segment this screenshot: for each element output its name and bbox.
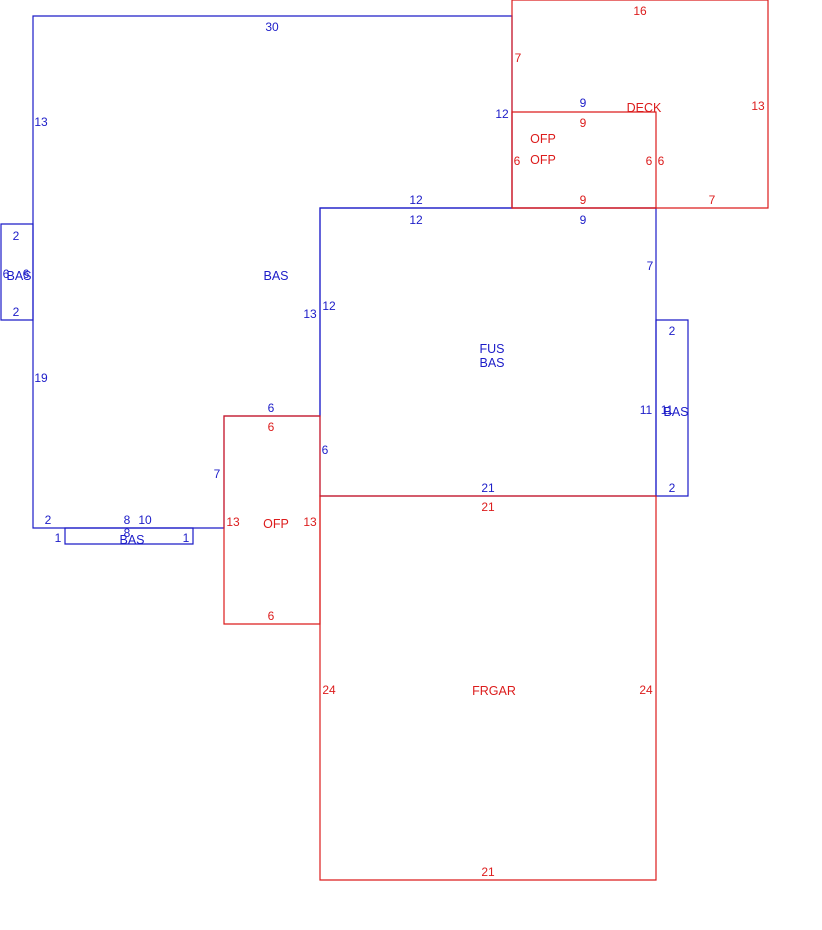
dim-bas-bottom-2: 2 <box>45 513 52 527</box>
dim-deck-bottom-7: 7 <box>709 193 716 207</box>
area-label-bas-left: BAS <box>6 269 31 283</box>
dim-deck-top-16: 16 <box>633 4 647 18</box>
dim-ofp-top-9b: 9 <box>580 116 587 130</box>
dim-bas-left-upper: 13 <box>34 115 48 129</box>
dim-ofp-bottom-12: 12 <box>409 193 423 207</box>
dim-deck-right-13: 13 <box>751 99 765 113</box>
dim-bas-bottom-1a: 1 <box>55 531 62 545</box>
dim-ofp-top-9a: 9 <box>580 96 587 110</box>
dim-bas-left-lower: 19 <box>34 371 48 385</box>
dim-bas-notch-6: 6 <box>268 401 275 415</box>
dim-bas-top: 30 <box>265 20 279 34</box>
dim-fus-right-bump-2b: 2 <box>669 481 676 495</box>
dim-ofp-mid-right-13: 13 <box>303 515 317 529</box>
dim-gar-top-21: 21 <box>481 500 495 514</box>
dim-bas-left-bump-2b: 2 <box>13 305 20 319</box>
dim-bas-left-bump-6b: 6 <box>23 267 30 281</box>
dim-fus-right-11: 11 <box>640 403 653 417</box>
area-label-ofp-mid: OFP <box>263 517 289 531</box>
dim-gar-right-24: 24 <box>639 683 653 697</box>
dim-deck-inner-6: 6 <box>658 154 665 168</box>
dim-bas-bottom-1b: 1 <box>183 531 190 545</box>
dim-fus-top-12: 12 <box>409 213 423 227</box>
dim-bas-bottom-8b: 8 <box>124 526 131 540</box>
dim-fus-bottom-21: 21 <box>481 481 495 495</box>
dim-gar-bottom-21: 21 <box>481 865 495 879</box>
dim-ofp-mid-bottom-6: 6 <box>268 609 275 623</box>
bas-left-bump <box>0 223 34 321</box>
dim-ofp-left-6: 6 <box>514 154 521 168</box>
bas-right-bump <box>655 319 689 497</box>
dim-bas-notch-6b: 6 <box>322 443 329 457</box>
bas-bottom-strip <box>64 527 194 545</box>
dim-bas-notch-7: 7 <box>214 467 221 481</box>
dim-ofp-bottom-9: 9 <box>580 193 587 207</box>
area-label-ofp-top-2: OFP <box>530 153 556 167</box>
dim-bas-step-top: 12 <box>495 107 509 121</box>
dim-bas-bottom-10: 10 <box>138 513 152 527</box>
frgar-outline <box>319 495 657 881</box>
area-label-bas-right: BAS <box>663 405 688 419</box>
ofp-top-outline <box>511 111 657 209</box>
area-label-frgar: FRGAR <box>472 684 516 698</box>
dim-fus-top-9: 9 <box>580 213 587 227</box>
dim-fus-right-bump-2a: 2 <box>669 324 676 338</box>
area-label-fus: FUS <box>480 342 505 356</box>
dim-bas-step-left-13: 13 <box>303 307 317 321</box>
dim-fus-right-7: 7 <box>647 259 654 273</box>
dim-bas-left-bump-2a: 2 <box>13 229 20 243</box>
area-label-bas-bottom: BAS <box>119 533 144 547</box>
dim-gar-left-24: 24 <box>322 683 336 697</box>
dim-ofp-mid-top-6: 6 <box>268 420 275 434</box>
area-label-deck: DECK <box>627 101 662 115</box>
dim-fus-right-bump-11: 11 <box>661 403 674 417</box>
dim-ofp-mid-left-13: 13 <box>226 515 240 529</box>
dim-bas-left-bump-6a: 6 <box>3 267 10 281</box>
dim-ofp-right-6: 6 <box>646 154 653 168</box>
area-label-bas-main: BAS <box>263 269 288 283</box>
area-label-ofp-top-1: OFP <box>530 132 556 146</box>
area-label-fus-bas: BAS <box>479 356 504 370</box>
dim-bas-step-left-12: 12 <box>322 299 336 313</box>
dim-deck-left-7: 7 <box>515 51 522 65</box>
dim-bas-bottom-8: 8 <box>124 513 131 527</box>
